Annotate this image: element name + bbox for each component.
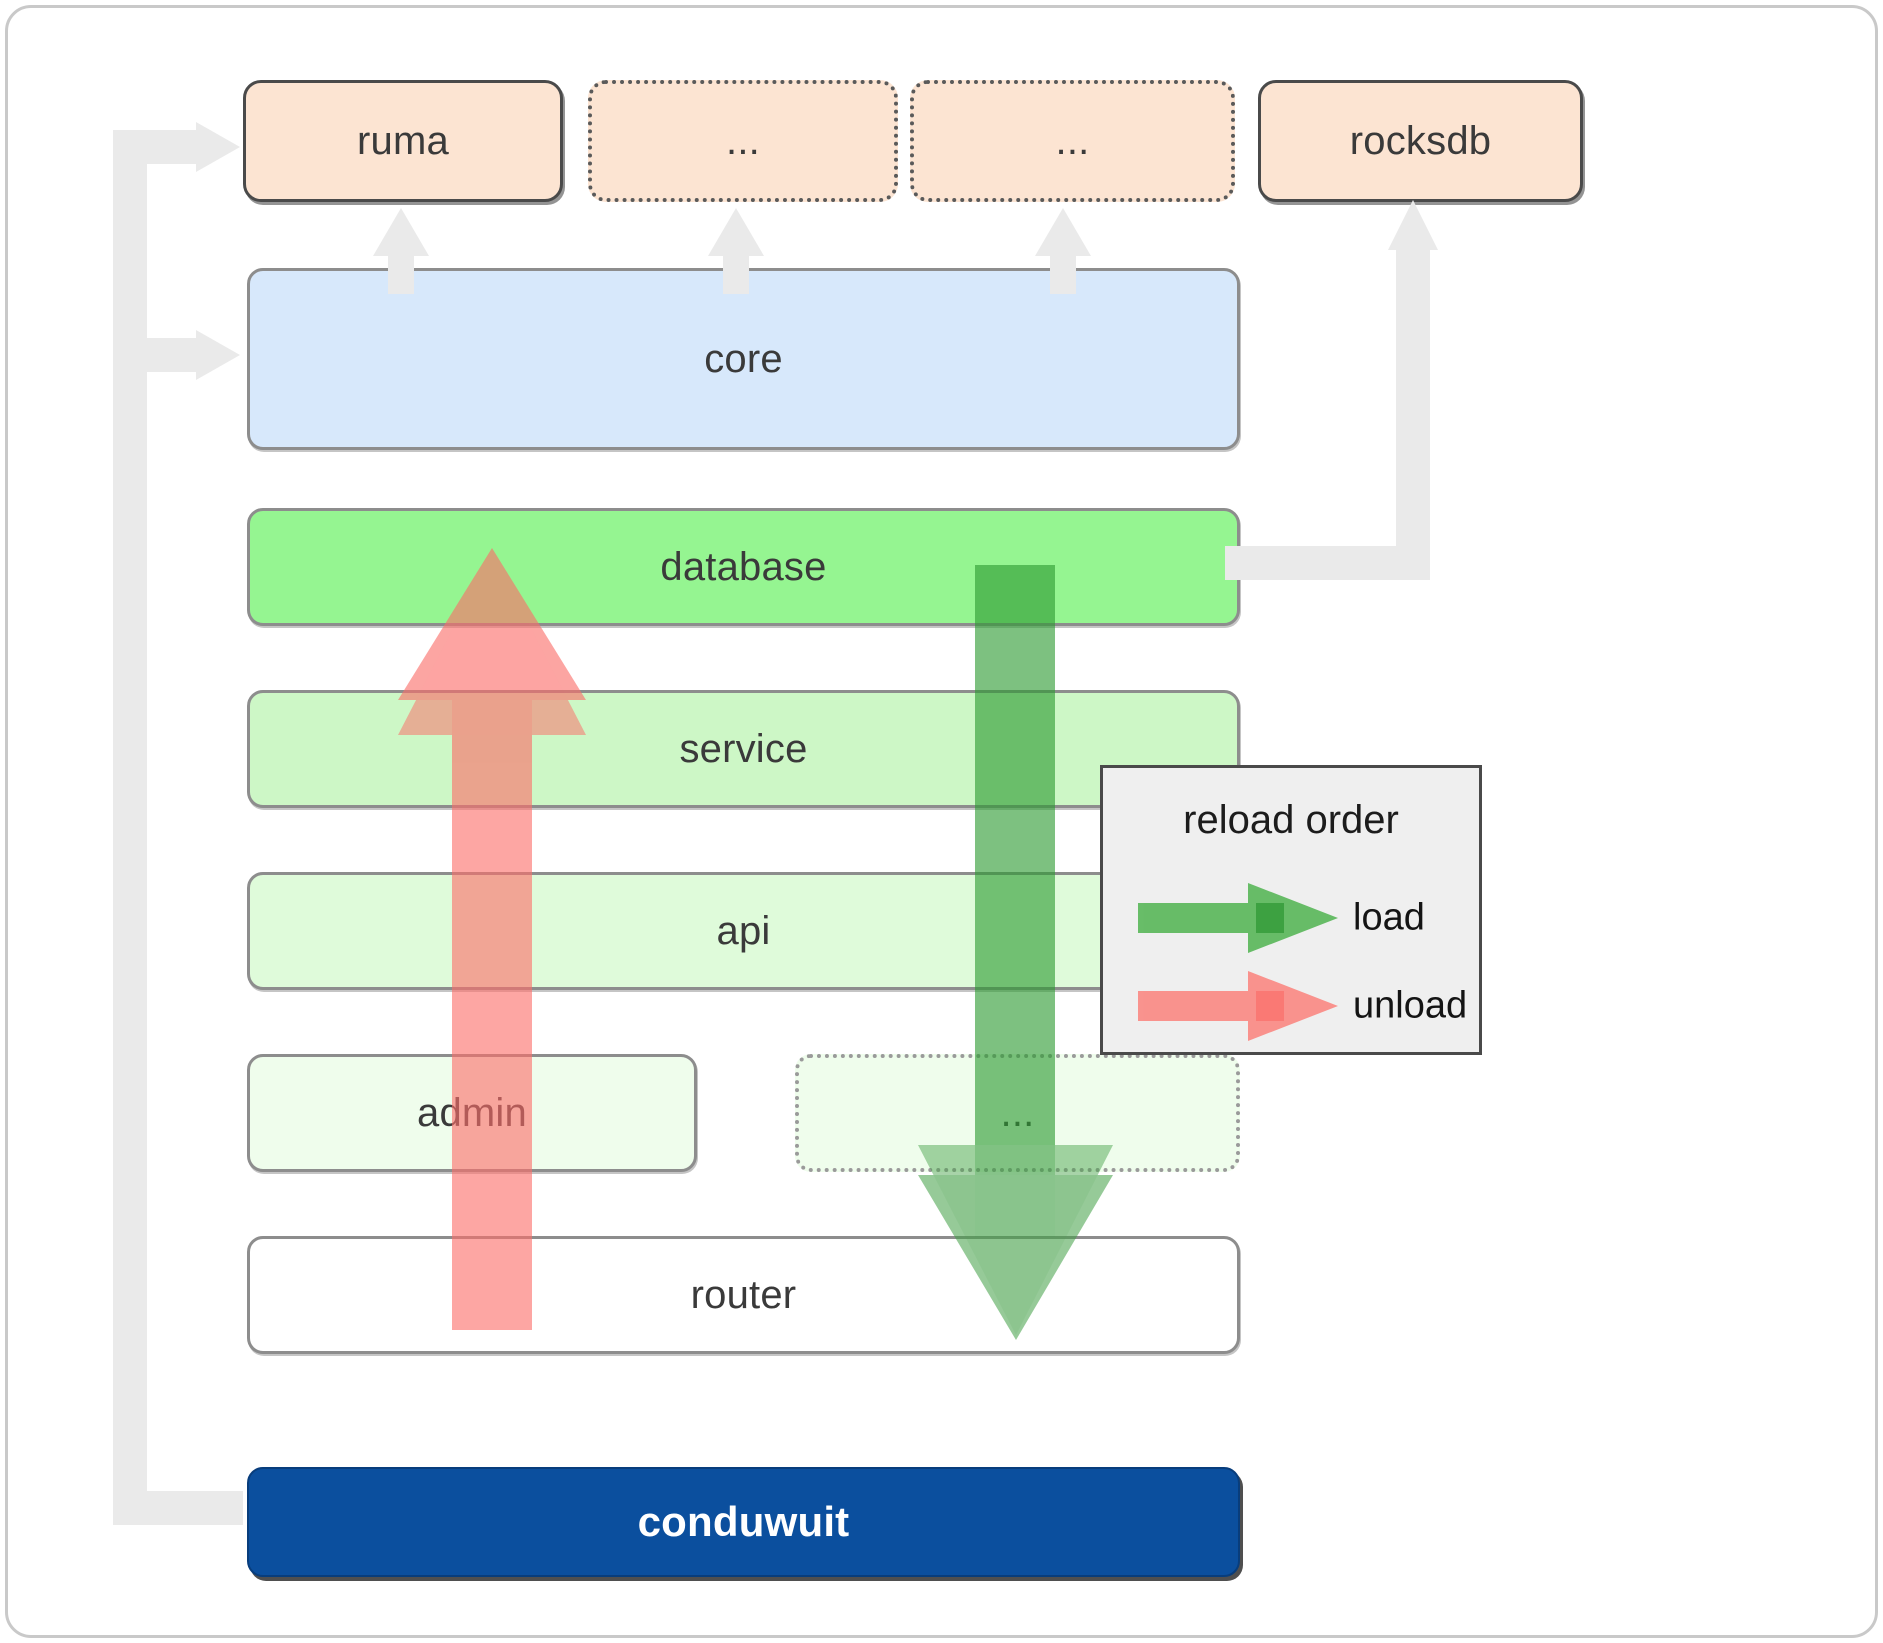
layer-service-label: service — [679, 726, 808, 771]
layer-extra-label: ... — [1000, 1090, 1035, 1135]
crate-placeholder-1-label: ... — [726, 118, 760, 163]
legend-row-load[interactable]: load — [1103, 878, 1479, 958]
crate-placeholder-1[interactable]: ... — [588, 80, 898, 202]
layer-service[interactable]: service — [247, 690, 1240, 808]
crate-ruma-label: ruma — [357, 118, 449, 163]
layer-database[interactable]: database — [247, 508, 1240, 626]
diagram-frame — [5, 5, 1878, 1638]
application-conduwuit[interactable]: conduwuit — [247, 1467, 1240, 1577]
legend-load-arrow-icon — [1138, 878, 1343, 958]
layer-admin-label: admin — [417, 1090, 527, 1135]
layer-admin[interactable]: admin — [247, 1054, 697, 1172]
crate-rocksdb-label: rocksdb — [1349, 118, 1492, 163]
crate-rocksdb[interactable]: rocksdb — [1258, 80, 1583, 202]
layer-core[interactable]: core — [247, 268, 1240, 450]
layer-api-label: api — [716, 908, 771, 953]
application-conduwuit-label: conduwuit — [637, 1498, 850, 1545]
legend-load-label: load — [1353, 896, 1425, 939]
legend-row-unload[interactable]: unload — [1103, 966, 1479, 1046]
layer-router[interactable]: router — [247, 1236, 1240, 1354]
legend-unload-label: unload — [1353, 984, 1468, 1027]
layer-core-label: core — [704, 336, 783, 381]
layer-extra[interactable]: ... — [795, 1054, 1240, 1172]
crate-placeholder-2-label: ... — [1055, 118, 1090, 163]
layer-database-label: database — [660, 544, 827, 589]
crate-ruma[interactable]: ruma — [243, 80, 563, 202]
legend-unload-arrow-icon — [1138, 966, 1343, 1046]
legend-title: reload order — [1183, 798, 1399, 842]
layer-api[interactable]: api — [247, 872, 1240, 990]
legend-panel: reload order load — [1100, 765, 1482, 1055]
crate-placeholder-2[interactable]: ... — [910, 80, 1235, 202]
layer-router-label: router — [690, 1272, 797, 1317]
